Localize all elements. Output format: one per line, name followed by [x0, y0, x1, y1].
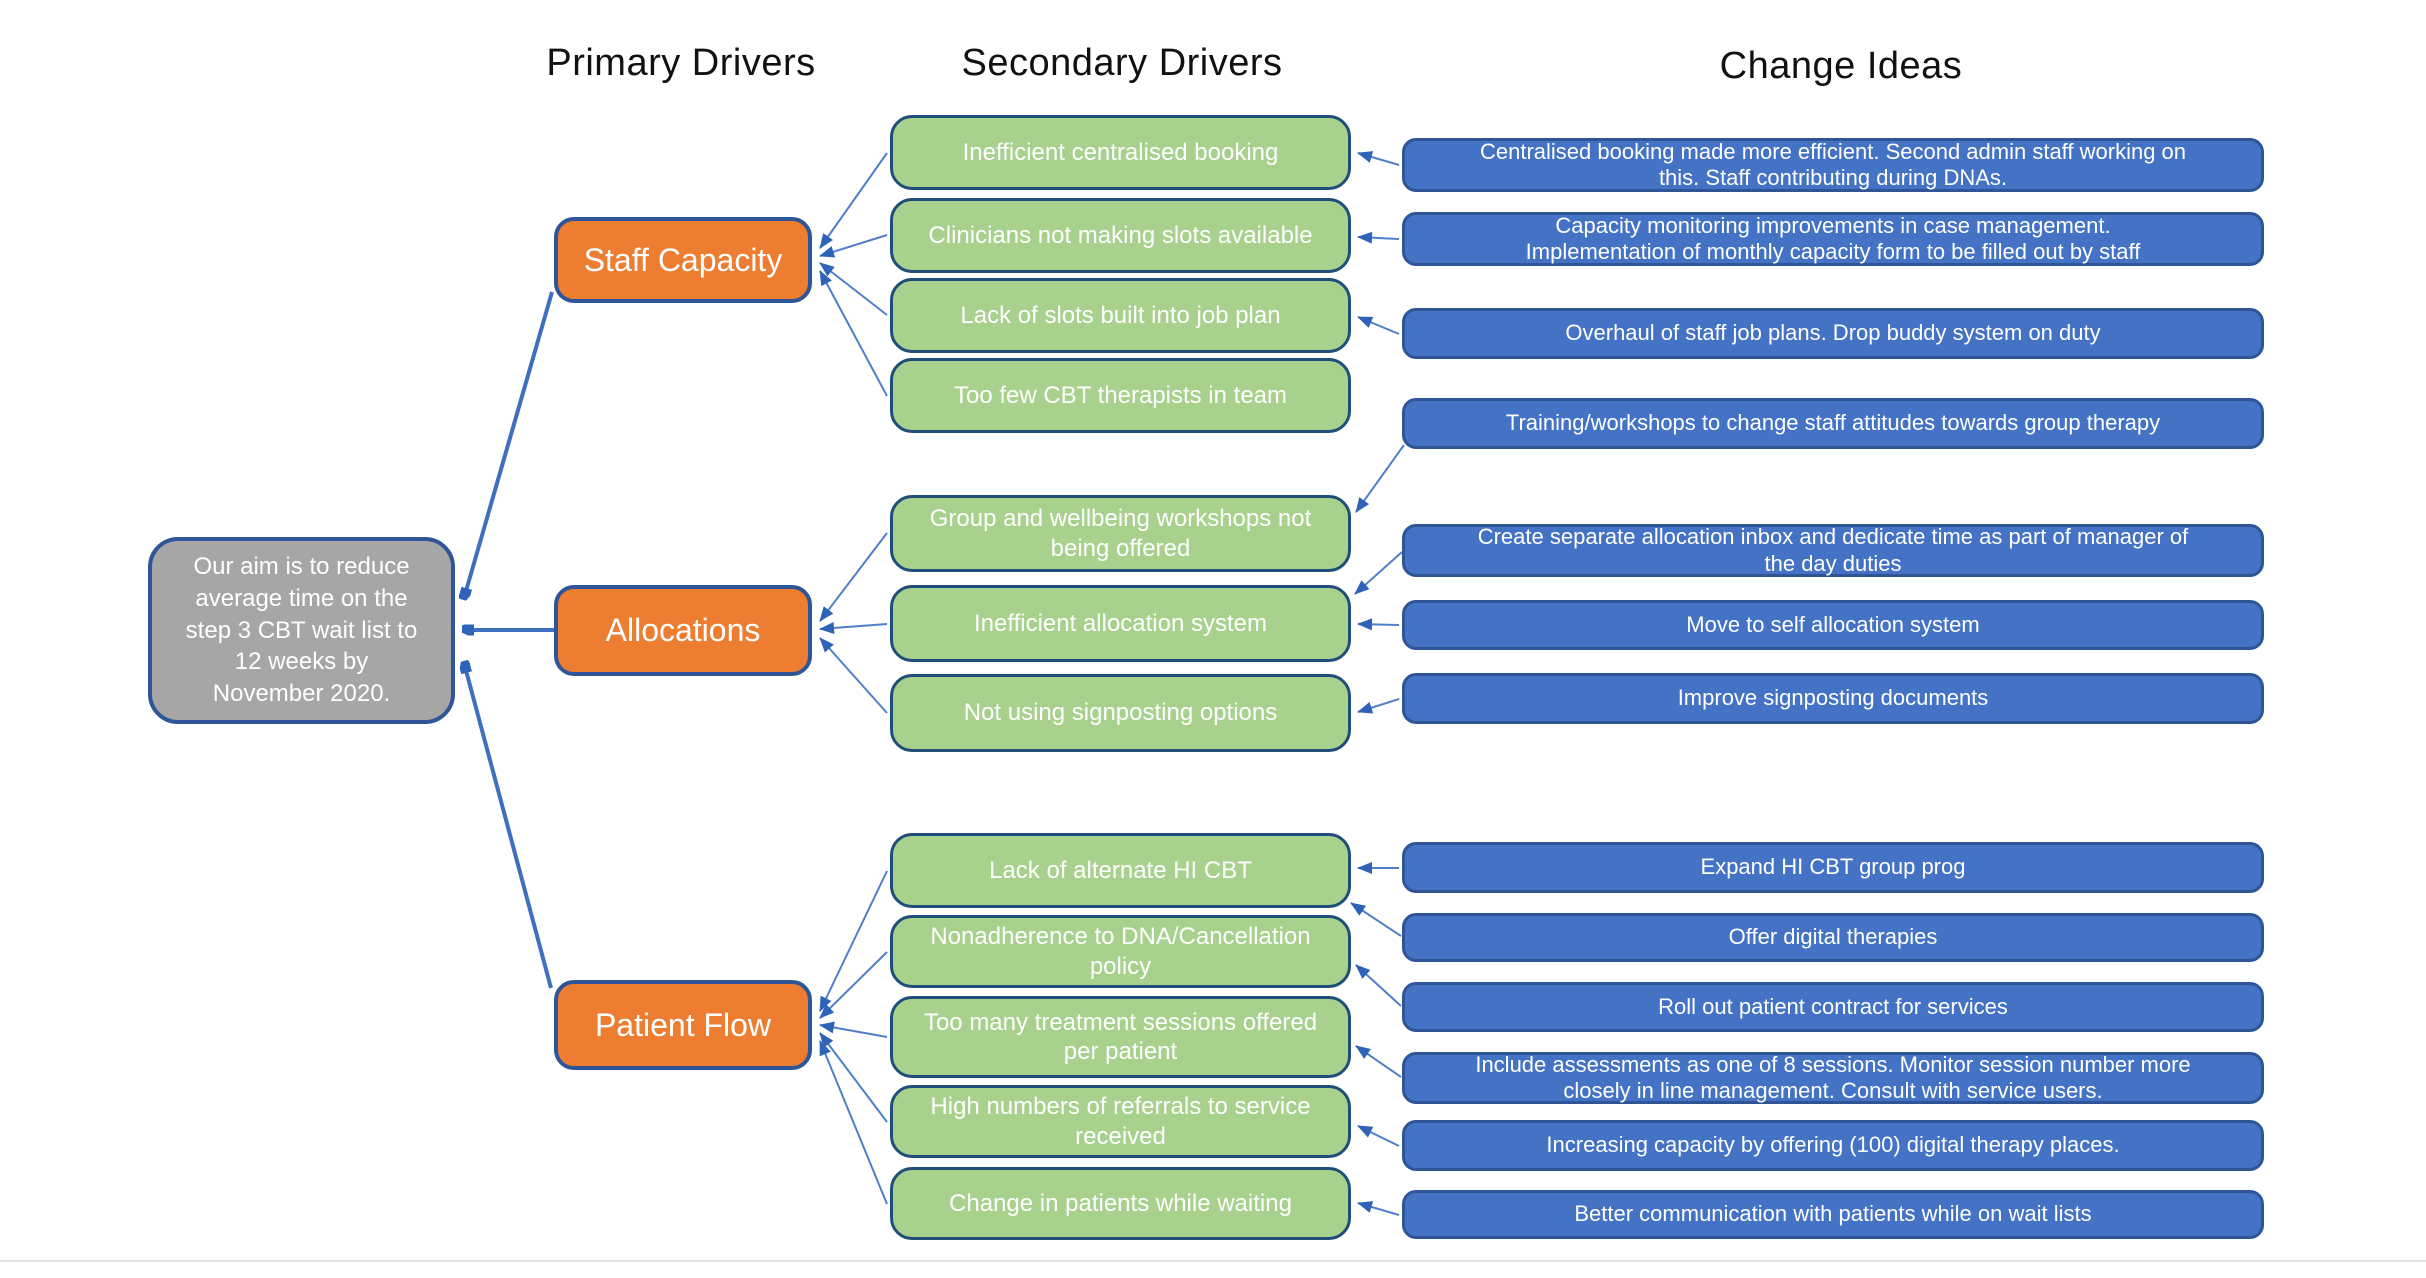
change-idea-better-communication: Better communication with patients while… [1402, 1190, 2264, 1239]
change-idea-capacity-monitoring: Capacity monitoring improvements in case… [1402, 212, 2264, 266]
arrow-idea-to-secondary [1355, 444, 1405, 513]
secondary-driver-change-in-patients-waiting: Change in patients while waiting [890, 1167, 1351, 1240]
secondary-driver-group-workshops-not-offered: Group and wellbeing workshops not being … [890, 495, 1351, 572]
primary-driver-allocations: Allocations [554, 585, 812, 676]
column-header-secondary-drivers: Secondary Drivers [961, 42, 1283, 84]
change-idea-increasing-capacity-digital: Increasing capacity by offering (100) di… [1402, 1120, 2264, 1171]
arrow-idea-to-secondary [1357, 1125, 1400, 1147]
arrow-idea-to-secondary [1357, 316, 1400, 335]
arrow-patient-flow-to-aim [464, 663, 553, 989]
secondary-driver-too-few-cbt-therapists: Too few CBT therapists in team [890, 358, 1351, 433]
arrow-secondary-to-primary [819, 951, 888, 1019]
primary-driver-staff-capacity: Staff Capacity [554, 217, 812, 303]
change-idea-roll-out-patient-contract: Roll out patient contract for services [1402, 982, 2264, 1032]
arrow-idea-to-secondary [1355, 964, 1402, 1007]
change-idea-self-allocation-system: Move to self allocation system [1402, 600, 2264, 650]
aim-statement-box: Our aim is to reduce average time on the… [148, 537, 455, 724]
secondary-driver-not-using-signposting: Not using signposting options [890, 674, 1351, 752]
arrow-idea-to-secondary [1355, 1045, 1402, 1078]
change-idea-training-workshops: Training/workshops to change staff attit… [1402, 398, 2264, 449]
arrow-secondary-to-primary [819, 270, 888, 397]
secondary-driver-nonadherence-dna-policy: Nonadherence to DNA/Cancellation policy [890, 915, 1351, 988]
arrow-idea-to-secondary [1357, 1201, 1400, 1216]
secondary-driver-inefficient-allocation-system: Inefficient allocation system [890, 585, 1351, 662]
change-idea-expand-hi-cbt-group-prog: Expand HI CBT group prog [1402, 842, 2264, 893]
arrow-secondary-to-primary [819, 234, 888, 258]
arrow-idea-to-secondary [1357, 231, 1400, 244]
arrow-secondary-to-primary [819, 532, 888, 622]
arrow-staff-capacity-to-aim [464, 291, 554, 598]
secondary-driver-clinicians-not-making-slots: Clinicians not making slots available [890, 198, 1351, 273]
arrow-secondary-to-primary [819, 621, 888, 634]
change-idea-improve-signposting-documents: Improve signposting documents [1402, 673, 2264, 724]
column-header-change-ideas: Change Ideas [1719, 45, 1963, 87]
arrow-secondary-to-primary [819, 152, 888, 249]
primary-driver-patient-flow: Patient Flow [554, 980, 812, 1070]
arrow-idea-to-secondary [1354, 551, 1403, 595]
arrow-secondary-to-primary [819, 1032, 888, 1123]
change-idea-offer-digital-therapies: Offer digital therapies [1402, 913, 2264, 962]
secondary-driver-too-many-treatment-sessions: Too many treatment sessions offered per … [890, 996, 1351, 1078]
arrow-idea-to-secondary [1357, 151, 1400, 166]
change-idea-centralised-booking-efficient: Centralised booking made more efficient.… [1402, 138, 2264, 192]
arrow-idea-to-secondary [1357, 618, 1400, 631]
secondary-driver-lack-of-slots-in-job-plan: Lack of slots built into job plan [890, 278, 1351, 353]
column-header-primary-drivers: Primary Drivers [546, 42, 816, 84]
arrow-secondary-to-primary [819, 1021, 888, 1038]
arrow-secondary-to-primary [819, 637, 888, 714]
change-idea-include-assessments: Include assessments as one of 8 sessions… [1402, 1052, 2264, 1104]
secondary-driver-high-numbers-of-referrals: High numbers of referrals to service rec… [890, 1085, 1351, 1158]
arrow-idea-to-secondary [1350, 902, 1402, 937]
arrow-idea-to-secondary [1357, 698, 1400, 714]
secondary-driver-lack-of-alternate-hi-cbt: Lack of alternate HI CBT [890, 833, 1351, 908]
arrow-secondary-to-primary [819, 870, 888, 1012]
change-idea-separate-allocation-inbox: Create separate allocation inbox and ded… [1402, 524, 2264, 577]
change-idea-overhaul-job-plans: Overhaul of staff job plans. Drop buddy … [1402, 308, 2264, 359]
arrow-secondary-to-primary [819, 1040, 888, 1205]
secondary-driver-inefficient-centralised-booking: Inefficient centralised booking [890, 115, 1351, 190]
slide-bottom-rule [0, 1260, 2426, 1262]
